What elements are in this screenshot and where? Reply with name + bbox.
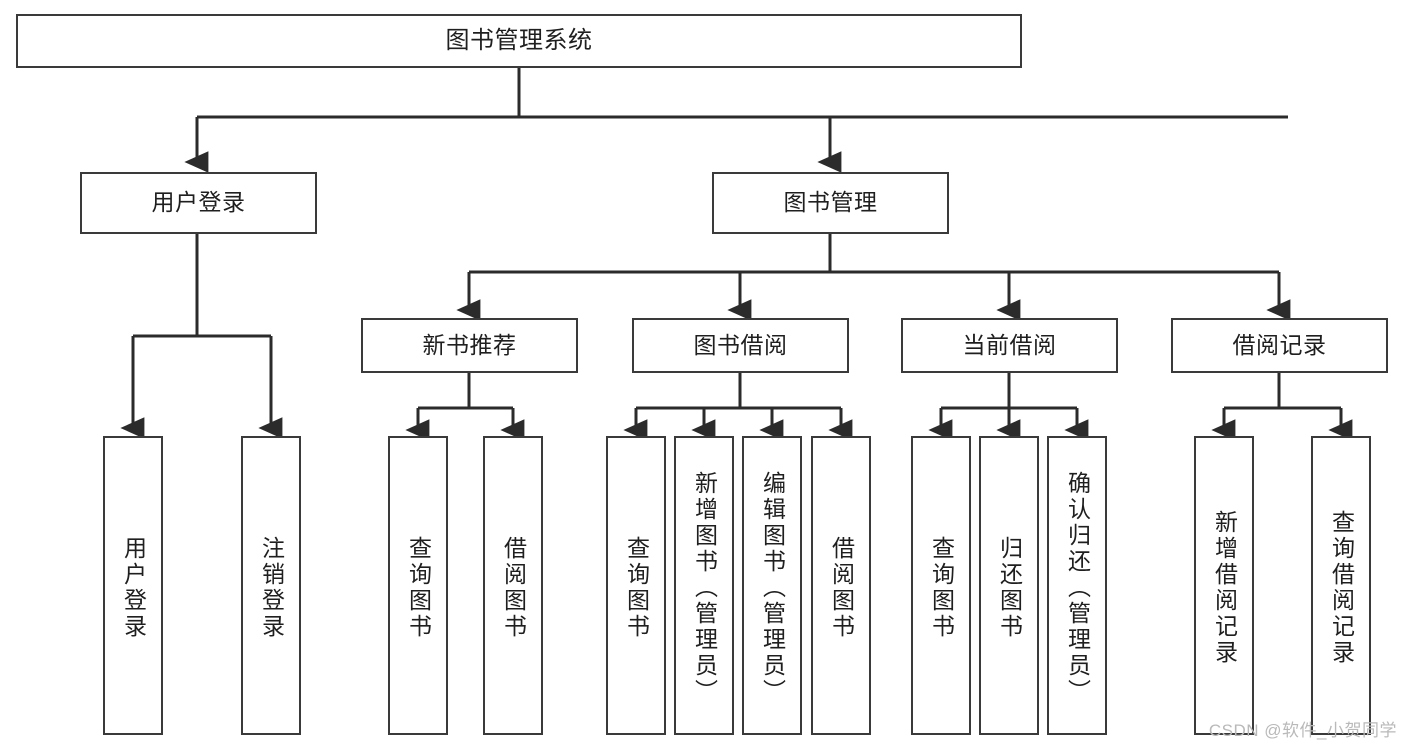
leaf-new-book-query[interactable]: 查询图书 bbox=[388, 436, 448, 735]
leaf-book-borrow-add[interactable]: 新增图书（管理员） bbox=[674, 436, 734, 735]
node-label: 借阅图书 bbox=[828, 535, 855, 640]
node-new-book-recommend[interactable]: 新书推荐 bbox=[361, 318, 578, 373]
leaf-borrow-record-query[interactable]: 查询借阅记录 bbox=[1311, 436, 1371, 735]
node-borrow-record[interactable]: 借阅记录 bbox=[1171, 318, 1388, 373]
node-current-borrow[interactable]: 当前借阅 bbox=[901, 318, 1118, 373]
node-label: 用户登录 bbox=[151, 189, 246, 216]
leaf-user-login-logout[interactable]: 注销登录 bbox=[241, 436, 301, 735]
leaf-current-borrow-return[interactable]: 归还图书 bbox=[979, 436, 1039, 735]
node-label: 图书管理系统 bbox=[445, 26, 593, 54]
node-label: 新增借阅记录 bbox=[1211, 509, 1238, 666]
node-label: 查询图书 bbox=[405, 535, 432, 640]
node-label: 注销登录 bbox=[258, 535, 285, 640]
node-user-login[interactable]: 用户登录 bbox=[80, 172, 317, 234]
leaf-user-login-login[interactable]: 用户登录 bbox=[103, 436, 163, 735]
leaf-current-borrow-query[interactable]: 查询图书 bbox=[911, 436, 971, 735]
node-label: 借阅记录 bbox=[1232, 331, 1327, 358]
node-root-system[interactable]: 图书管理系统 bbox=[16, 14, 1022, 68]
leaf-book-borrow-lend[interactable]: 借阅图书 bbox=[811, 436, 871, 735]
node-label: 归还图书 bbox=[996, 535, 1023, 640]
node-label: 当前借阅 bbox=[962, 331, 1057, 358]
node-book-borrow[interactable]: 图书借阅 bbox=[632, 318, 849, 373]
node-label: 编辑图书（管理员） bbox=[759, 470, 786, 705]
node-label: 新增图书（管理员） bbox=[691, 470, 718, 705]
node-label: 借阅图书 bbox=[500, 535, 527, 640]
node-label: 新书推荐 bbox=[422, 331, 517, 358]
node-label: 图书借阅 bbox=[693, 331, 788, 358]
node-label: 确认归还（管理员） bbox=[1064, 470, 1091, 705]
node-label: 查询图书 bbox=[928, 535, 955, 640]
node-book-management[interactable]: 图书管理 bbox=[712, 172, 949, 234]
leaf-borrow-record-add[interactable]: 新增借阅记录 bbox=[1194, 436, 1254, 735]
node-label: 图书管理 bbox=[783, 189, 878, 216]
leaf-book-borrow-query[interactable]: 查询图书 bbox=[606, 436, 666, 735]
node-label: 用户登录 bbox=[120, 535, 147, 640]
leaf-book-borrow-edit[interactable]: 编辑图书（管理员） bbox=[742, 436, 802, 735]
node-label: 查询借阅记录 bbox=[1328, 509, 1355, 666]
leaf-new-book-borrow[interactable]: 借阅图书 bbox=[483, 436, 543, 735]
node-label: 查询图书 bbox=[623, 535, 650, 640]
leaf-current-borrow-confirm[interactable]: 确认归还（管理员） bbox=[1047, 436, 1107, 735]
